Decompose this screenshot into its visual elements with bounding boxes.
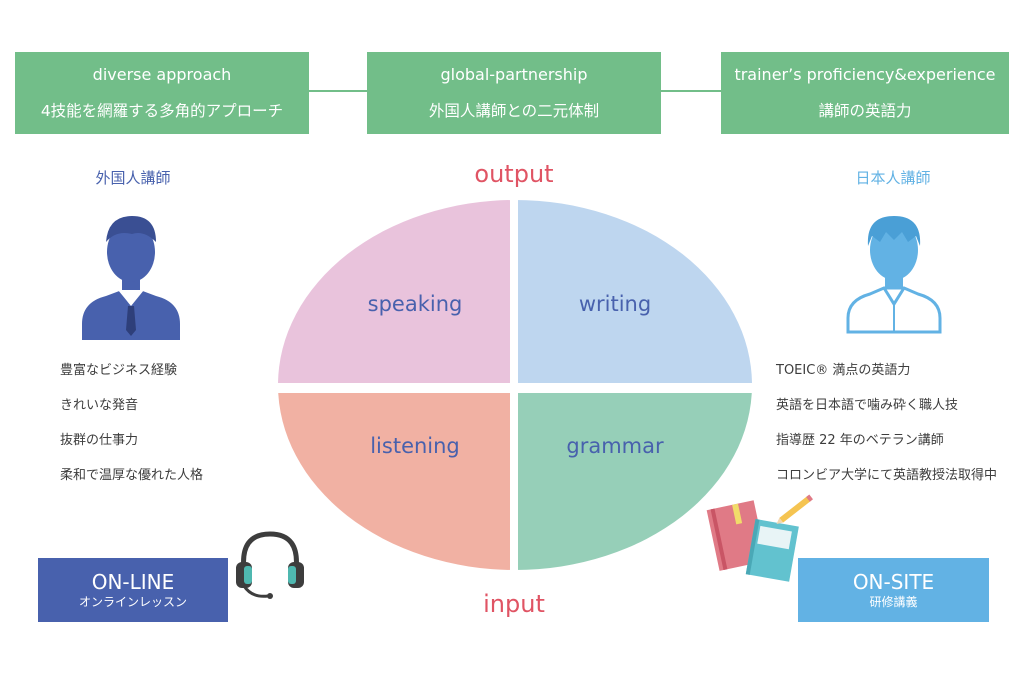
connector-line (661, 90, 721, 92)
feature-item: 指導歴 22 年のベテラン講師 (776, 433, 944, 448)
four-skills-diagram: speaking writing listening grammar (278, 200, 752, 570)
japanese-teacher-features: TOEIC® 満点の英語力 英語を日本語で噛み砕く職人技 指導歴 22 年のベテ… (776, 362, 997, 502)
grammar-label: grammar (566, 434, 664, 458)
box-diverse-approach: diverse approach 4技能を網羅する多角的アプローチ (15, 52, 309, 134)
japanese-teacher-heading: 日本人講師 (855, 169, 931, 187)
onsite-badge: ON-SITE 研修講義 (798, 558, 989, 622)
onsite-subtitle: 研修講義 (869, 595, 918, 609)
feature-item: 豊富なビジネス経験 (60, 363, 178, 378)
feature-item: 英語を日本語で噛み砕く職人技 (776, 398, 959, 413)
output-label: output (474, 160, 554, 188)
feature-item: TOEIC® 満点の英語力 (776, 363, 911, 378)
connector-line (309, 90, 367, 92)
japanese-teacher-icon (846, 216, 942, 334)
online-title: ON-LINE (91, 570, 175, 594)
speaking-label: speaking (368, 292, 463, 316)
online-badge: ON-LINE オンラインレッスン (38, 558, 228, 622)
box-subtitle: 外国人講師との二元体制 (428, 102, 600, 120)
foreign-teacher-icon (82, 216, 180, 340)
quadrant-speaking (278, 200, 510, 383)
box-trainer-proficiency: trainer’s proficiency&experience 講師の英語力 (721, 52, 1009, 134)
quadrant-writing (518, 200, 752, 383)
box-title: global-partnership (440, 65, 588, 84)
box-title: diverse approach (92, 65, 232, 84)
feature-item: きれいな発音 (60, 398, 139, 413)
box-subtitle: 講師の英語力 (818, 102, 912, 120)
books-and-pencil-icon (706, 494, 813, 582)
foreign-teacher-features: 豊富なビジネス経験 きれいな発音 抜群の仕事力 柔和で温厚な優れた人格 (60, 362, 203, 502)
listening-label: listening (370, 434, 460, 458)
online-subtitle: オンラインレッスン (78, 595, 187, 609)
foreign-teacher-heading: 外国人講師 (95, 169, 171, 187)
feature-item: 柔和で温厚な優れた人格 (60, 468, 204, 483)
feature-item: 抜群の仕事力 (60, 433, 139, 448)
box-title: trainer’s proficiency&experience (734, 65, 996, 84)
input-label: input (483, 590, 545, 618)
headset-icon (236, 531, 304, 599)
writing-label: writing (579, 292, 651, 316)
feature-item: コロンビア大学にて英語教授法取得中 (776, 468, 998, 483)
onsite-title: ON-SITE (852, 570, 935, 594)
box-subtitle: 4技能を網羅する多角的アプローチ (40, 102, 284, 120)
box-global-partnership: global-partnership 外国人講師との二元体制 (367, 52, 661, 134)
